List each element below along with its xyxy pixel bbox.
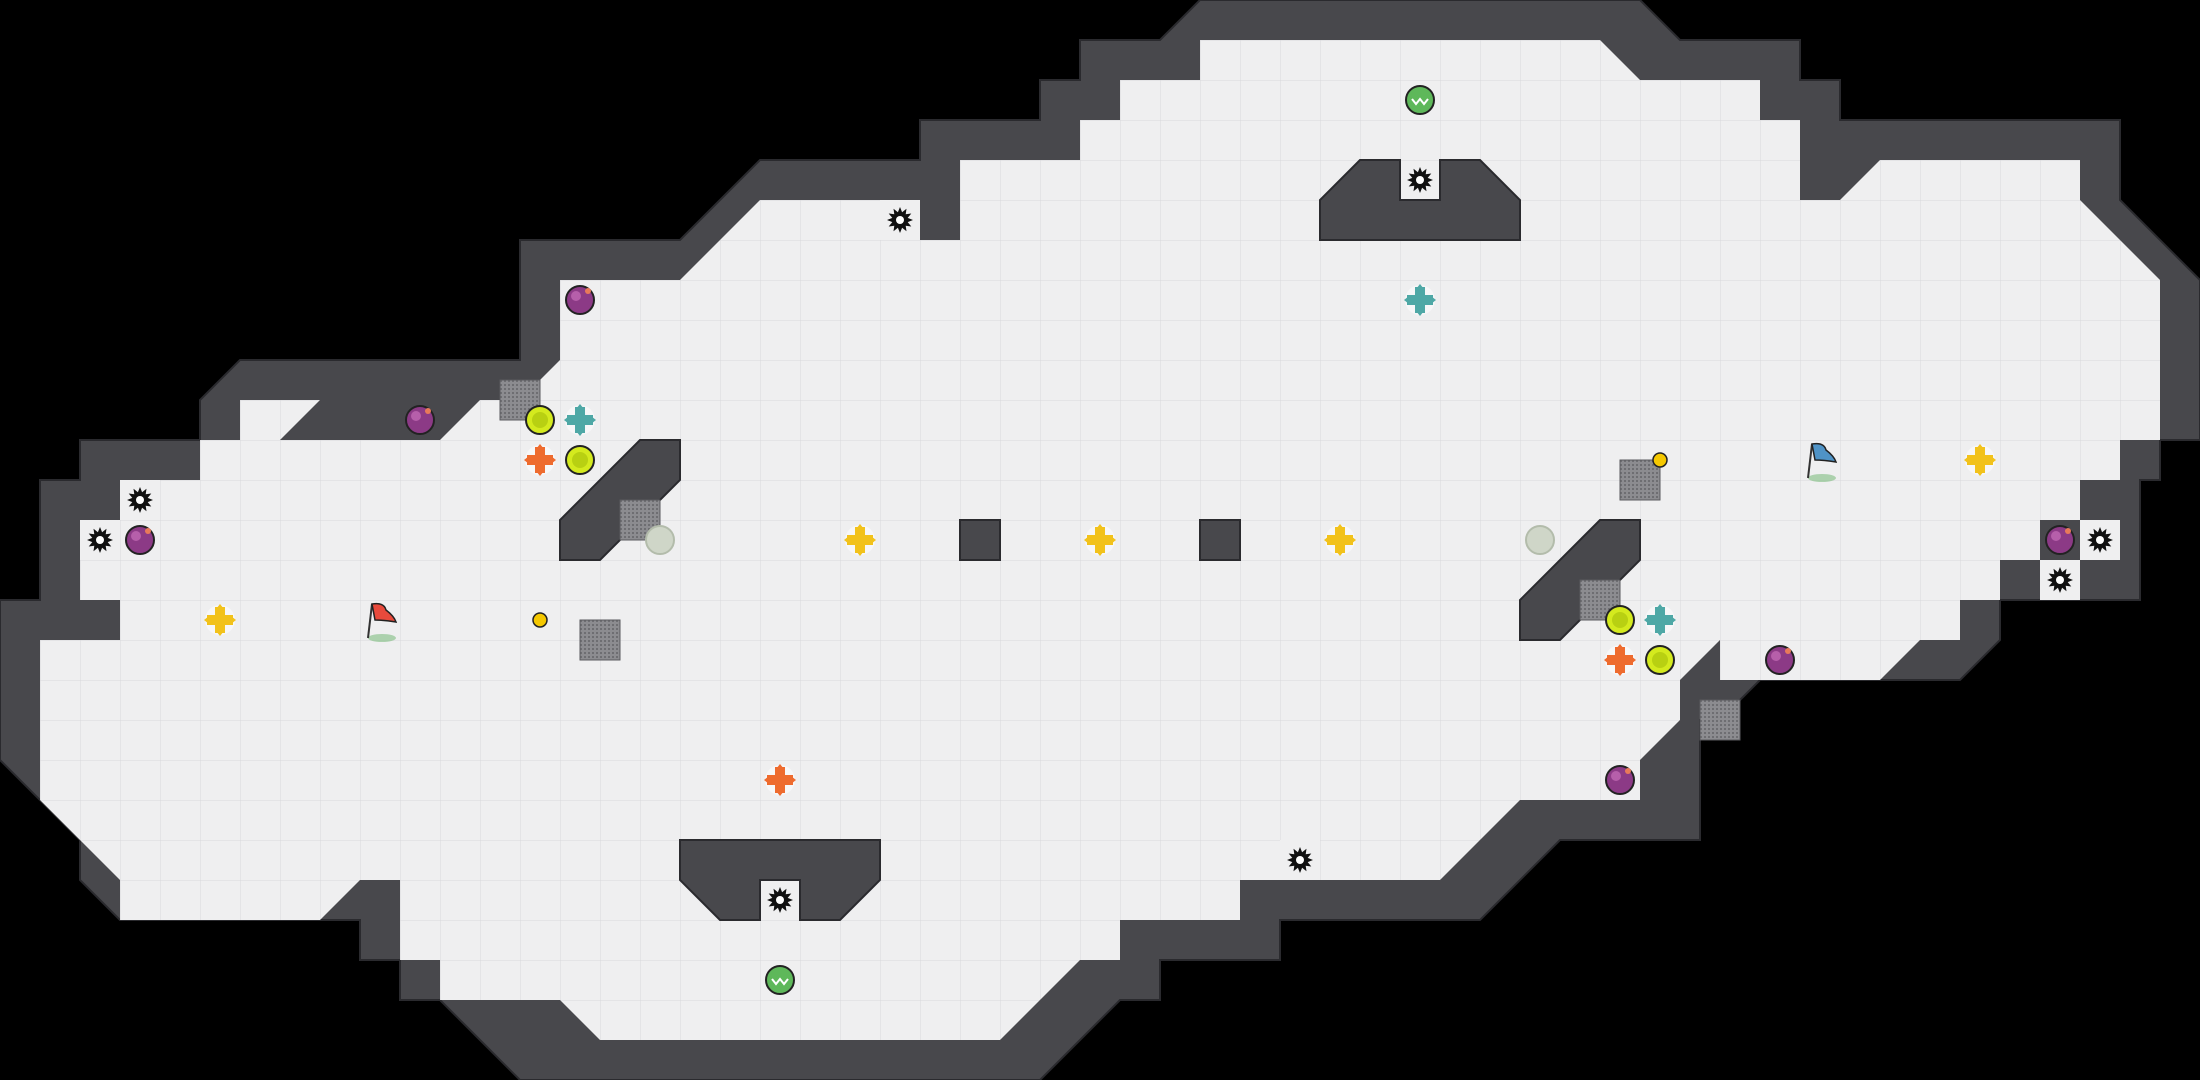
teal-plus-icon	[564, 404, 596, 436]
spike-icon	[1407, 167, 1433, 193]
blue-flag-icon	[1807, 442, 1838, 482]
gold-plus-icon	[1324, 524, 1356, 556]
gold-plus-icon	[1084, 524, 1116, 556]
purple-bomb-icon	[565, 285, 595, 315]
lime-orb-icon	[1605, 605, 1635, 635]
purple-bomb-icon	[125, 525, 155, 555]
red-flag-icon	[367, 602, 398, 642]
spike-icon	[767, 887, 793, 913]
spike-icon	[127, 487, 153, 513]
lime-orb-icon	[565, 445, 595, 475]
center-pillar-right	[1199, 519, 1241, 561]
neutral-circle-icon	[645, 525, 675, 555]
purple-bomb-icon	[2045, 525, 2075, 555]
gold-plus-icon	[844, 524, 876, 556]
gold-dot-icon	[532, 612, 548, 628]
teal-plus-icon	[1404, 284, 1436, 316]
purple-bomb-icon	[1605, 765, 1635, 795]
teal-plus-icon	[1644, 604, 1676, 636]
lime-orb-icon	[1645, 645, 1675, 675]
orange-plus-icon	[524, 444, 556, 476]
spike-icon	[2087, 527, 2113, 553]
neutral-circle-icon	[1525, 525, 1555, 555]
purple-bomb-icon	[1765, 645, 1795, 675]
pressure-plate-icon	[499, 379, 541, 421]
spike-icon	[87, 527, 113, 553]
green-token-icon	[765, 965, 795, 995]
pressure-plate-icon	[579, 619, 621, 661]
center-pillar-left	[959, 519, 1001, 561]
spike-icon	[2047, 567, 2073, 593]
gold-plus-icon	[1964, 444, 1996, 476]
gold-dot-icon	[1652, 452, 1668, 468]
lower-alcove-wall	[679, 839, 881, 921]
orange-plus-icon	[764, 764, 796, 796]
gold-plus-icon	[204, 604, 236, 636]
orange-plus-icon	[1604, 644, 1636, 676]
purple-bomb-icon	[405, 405, 435, 435]
green-token-icon	[1405, 85, 1435, 115]
lime-orb-icon	[525, 405, 555, 435]
pressure-plate-icon	[1619, 459, 1661, 501]
spike-icon	[887, 207, 913, 233]
spike-icon	[1287, 847, 1313, 873]
pressure-plate-icon	[1699, 699, 1741, 741]
upper-alcove-wall	[1319, 159, 1521, 241]
